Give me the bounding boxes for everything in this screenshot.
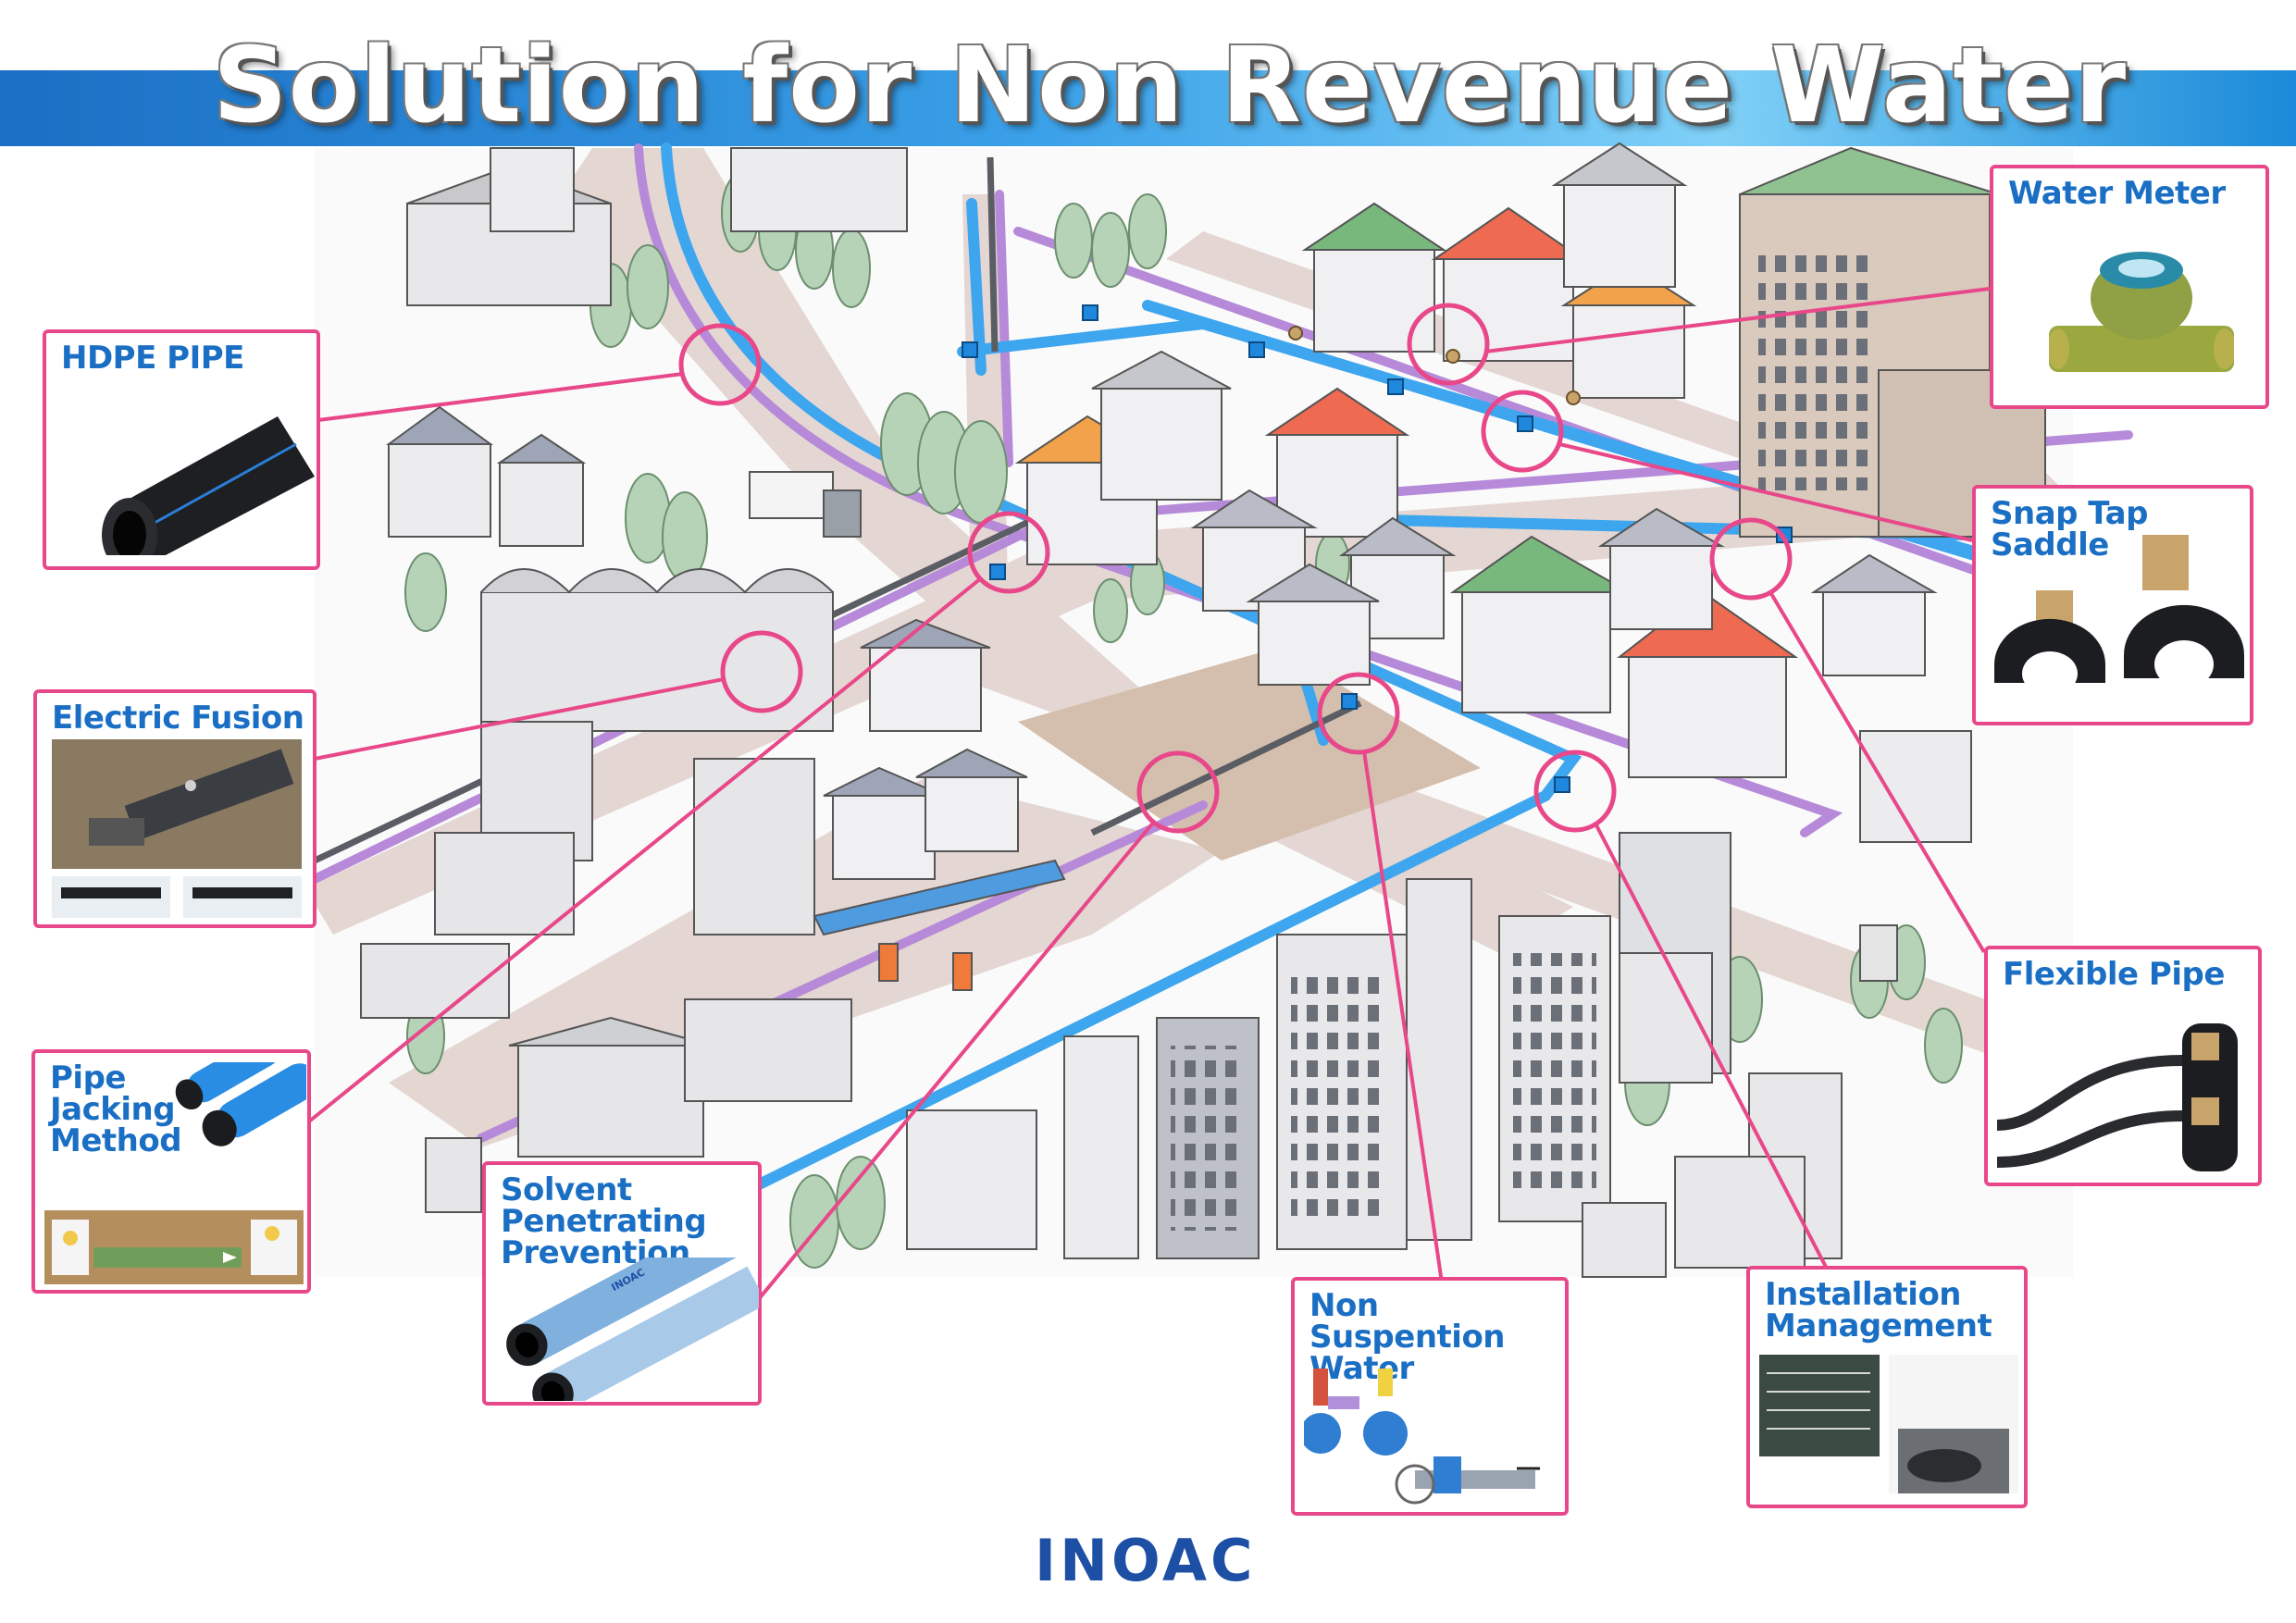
building-windows (1171, 250, 1869, 1231)
meters (1288, 326, 1581, 405)
callout-label: Non Suspention Water (1309, 1287, 1506, 1387)
callout-label: Electric Fusion (52, 700, 304, 737)
blue-pipe-icon: INOAC (506, 1258, 759, 1401)
callout-label: Flexible Pipe (2003, 956, 2225, 993)
callout-pipe-jacking: Pipe Jacking Method (31, 1049, 311, 1294)
callout-snap-tap-saddle: Snap Tap Saddle (1972, 485, 2253, 725)
inoac-logo: INOAC (1035, 1527, 1257, 1594)
callout-label: Water Meter (2008, 175, 2226, 212)
valve-diagram-icon (1304, 1369, 1540, 1505)
jacking-diagram-icon (44, 1062, 306, 1284)
saddle-icon (1994, 535, 2244, 696)
callout-label: HDPE PIPE (61, 340, 244, 377)
page-title: Solution for Non Revenue Water (213, 26, 2128, 146)
callout-water-meter: Water Meter (1990, 165, 2269, 409)
callout-non-suspention-water: Non Suspention Water (1291, 1277, 1569, 1516)
photo-board-icon (1759, 1355, 2018, 1493)
callout-flexible-pipe: Flexible Pipe (1984, 946, 2262, 1186)
callout-electric-fusion: Electric Fusion (33, 689, 316, 928)
callout-hdpe-pipe: HDPE PIPE (43, 329, 320, 570)
water-meter-icon (2049, 252, 2234, 372)
callout-label: Pipe Jacking Method (50, 1059, 182, 1159)
callout-installation-management: Installation Management (1746, 1266, 2028, 1508)
callout-label: Installation Management (1765, 1276, 1992, 1344)
highlight-circles (678, 303, 1793, 834)
valves (962, 304, 1793, 793)
leader-lines (307, 287, 1991, 1302)
fusion-photo-icon (52, 739, 302, 918)
callout-label: Snap Tap Saddle (1991, 495, 2148, 564)
callout-label: Solvent Penetrating Prevention (501, 1171, 707, 1271)
title-banner (0, 70, 2296, 146)
black-pipe-icon (102, 416, 315, 555)
flexible-pipe-icon (1997, 1023, 2238, 1171)
callout-solvent-penetrating: Solvent Penetrating Prevention INOAC (482, 1161, 762, 1406)
